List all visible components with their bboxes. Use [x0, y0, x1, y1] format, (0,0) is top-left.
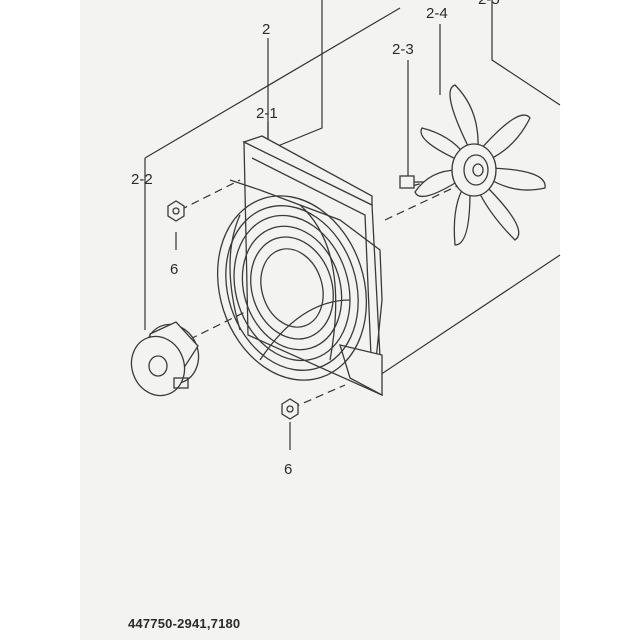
bolt-head: [399, 175, 415, 189]
blade-2: [479, 114, 531, 161]
callout-6-bottom: 6: [284, 461, 292, 478]
guard-ring-1: [216, 195, 368, 381]
shroud-inner-edge: [251, 157, 373, 381]
blade-6: [414, 169, 461, 198]
leader-2-2-diag: [144, 7, 401, 159]
dashed-line-nut-top: [179, 179, 241, 211]
motor-shaft-hub: [148, 355, 168, 377]
blade-4: [477, 184, 520, 241]
fan-hub-outer: [451, 143, 497, 197]
guard-spoke-2: [299, 204, 337, 361]
blade-7: [420, 127, 466, 161]
callout-2-2: 2-2: [131, 171, 153, 188]
guard-spoke-1: [229, 214, 241, 331]
nut-bottom-hole: [286, 405, 294, 413]
dashed-line-fan: [384, 179, 471, 221]
callout-2-5: 2-5: [478, 0, 500, 8]
motor-face: [130, 335, 186, 397]
assembly-line-right: [379, 254, 561, 376]
guard-ring-4: [241, 225, 343, 351]
callout-2-4: 2-4: [426, 5, 448, 22]
blade-3: [487, 167, 546, 191]
guard-ring-2: [225, 205, 359, 371]
fan-guard: [216, 195, 368, 381]
nut-bottom-hex: [281, 398, 299, 420]
shroud-frame-edge: [229, 179, 383, 361]
motor-connector: [173, 377, 189, 389]
guard-spoke-3: [259, 299, 351, 361]
nut-top-hole: [172, 207, 180, 215]
guard-hub-ring: [260, 248, 324, 328]
guard-ring-3: [233, 214, 351, 362]
dashed-line-nut-bottom: [291, 384, 346, 409]
callout-2-3: 2-3: [392, 41, 414, 58]
shroud-bottom-tab: [339, 344, 383, 397]
shroud-top-lip: [242, 135, 373, 207]
part-number-label: 447750-2941,7180: [128, 616, 241, 631]
callout-2-1: 2-1: [256, 105, 278, 122]
fan-hub-inner: [463, 154, 489, 186]
nut-bottom: [281, 398, 299, 420]
fan-motor: [130, 321, 200, 397]
leader-2-top: [267, 0, 323, 151]
guard-ring-5: [250, 236, 334, 340]
dashed-line-motor: [177, 284, 301, 346]
leader-2-5: [491, 0, 561, 106]
nut-top-hex: [167, 200, 185, 222]
callout-6-top: 6: [170, 261, 178, 278]
fan-blade: [414, 84, 546, 246]
callout-2: 2: [262, 21, 270, 38]
blade-1: [449, 84, 479, 151]
fan-hub-center: [472, 163, 484, 177]
blade-5: [453, 189, 471, 246]
bolt: [399, 175, 424, 189]
nut-top: [167, 200, 185, 222]
